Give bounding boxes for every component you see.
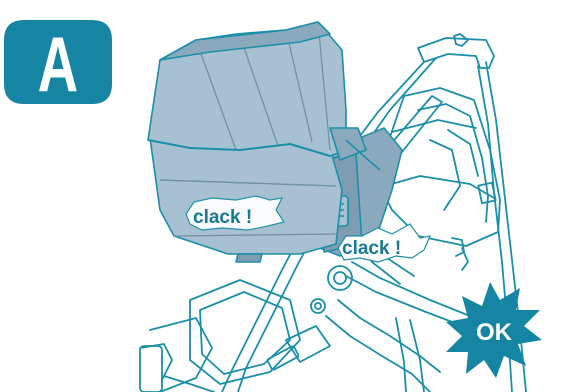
click-callout-carrier: clack ! (186, 196, 284, 230)
click-callout-text: clack ! (342, 238, 401, 259)
ok-starburst: OK (446, 282, 542, 378)
click-callout-text: clack ! (193, 207, 252, 228)
ok-label: OK (476, 319, 513, 346)
step-letter: A (38, 21, 79, 108)
step-badge: A (4, 20, 112, 108)
infant-carrier (148, 22, 402, 262)
